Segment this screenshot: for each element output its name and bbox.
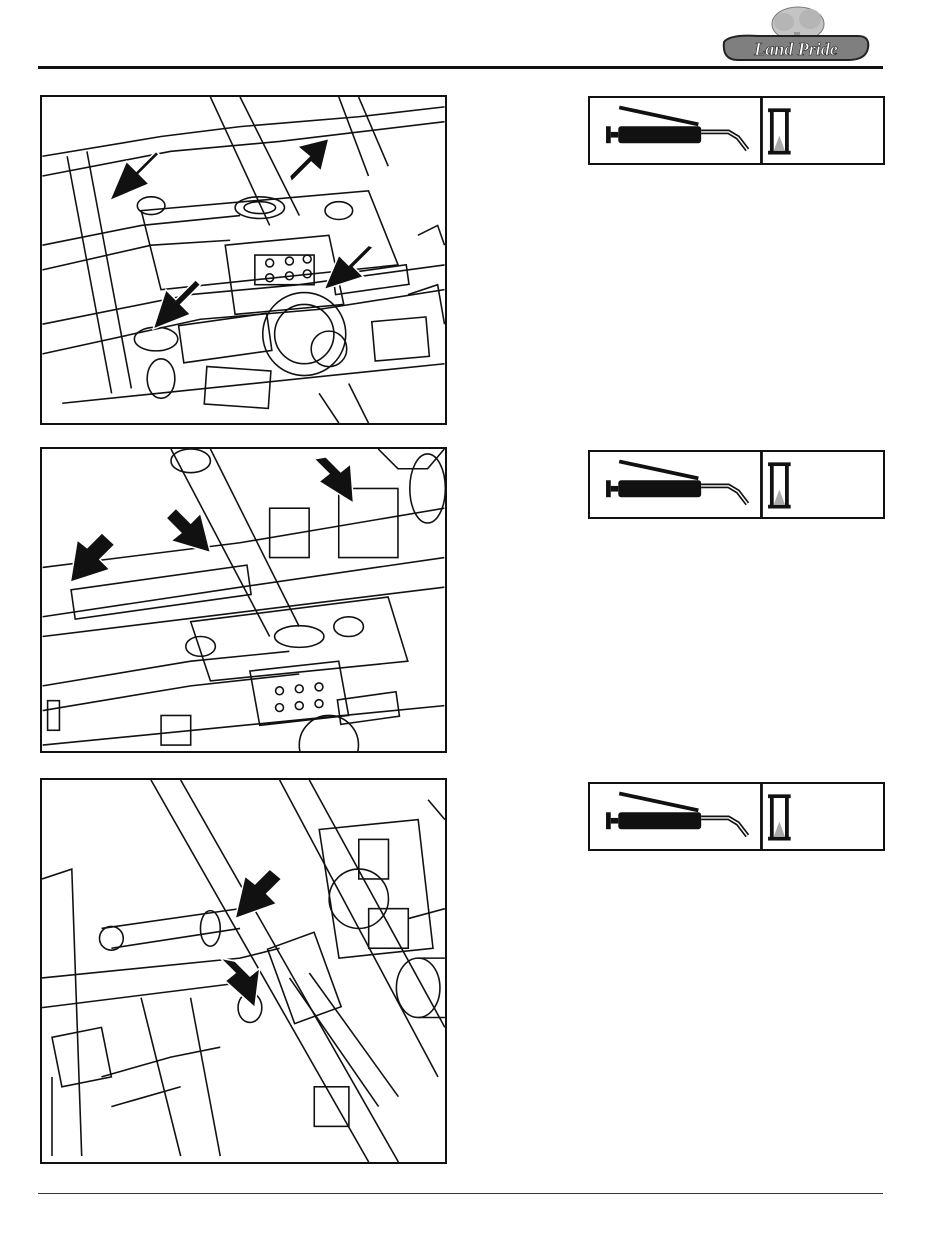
hourglass-icon xyxy=(768,462,791,508)
land-pride-logo-icon: Land Pride xyxy=(718,2,873,64)
lubrication-figure-1 xyxy=(40,95,447,425)
grease-arrow-icon xyxy=(70,533,114,582)
lubrication-figure-3 xyxy=(40,778,447,1164)
hourglass-icon xyxy=(768,794,791,840)
grease-arrow-icon xyxy=(166,508,210,552)
grease-gun-icon xyxy=(606,793,747,835)
land-pride-logo: Land Pride xyxy=(718,2,873,64)
lube-symbol-2 xyxy=(588,450,885,519)
grease-arrow-icon xyxy=(110,151,159,200)
lubrication-figure-2 xyxy=(40,447,447,753)
grease-arrow-icon xyxy=(324,245,373,289)
hourglass-icon xyxy=(768,108,791,154)
grease-arrow-icon xyxy=(153,280,200,329)
grease-arrow-icon xyxy=(314,457,353,503)
footer-rule xyxy=(38,1193,883,1194)
grease-arrow-icon xyxy=(235,869,282,918)
grease-gun-icon xyxy=(606,461,747,503)
grease-arrow-icon xyxy=(289,138,329,181)
logo-text: Land Pride xyxy=(753,39,838,59)
lube-symbol-1 xyxy=(588,96,885,165)
grease-arrow-icon xyxy=(220,958,260,1007)
header-rule xyxy=(38,66,883,69)
grease-gun-icon xyxy=(606,107,747,149)
lube-symbol-3 xyxy=(588,782,885,851)
